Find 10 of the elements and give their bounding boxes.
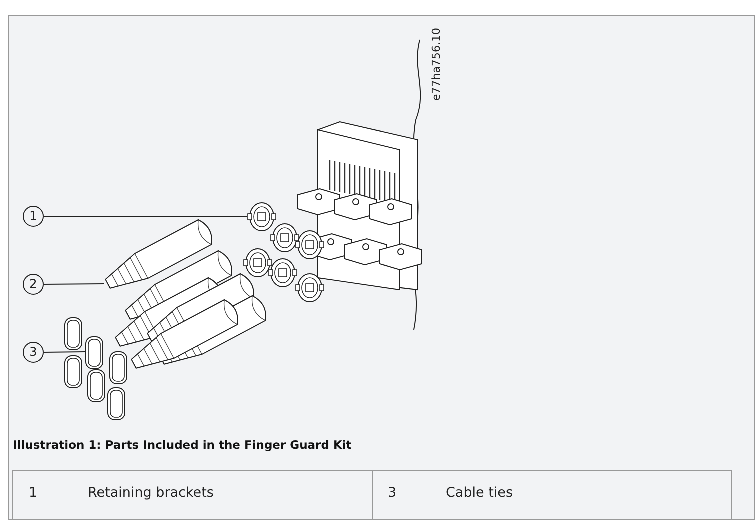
leader-line xyxy=(44,284,104,285)
item-number: 1 xyxy=(29,485,38,501)
part-name: Retaining brackets xyxy=(88,485,214,501)
figure-caption: Illustration 1: Parts Included in the Finger Guard Kit xyxy=(13,438,352,452)
part-name: Cable ties xyxy=(446,485,513,501)
cable-tie-drawing xyxy=(85,336,104,370)
leader-line xyxy=(44,216,248,218)
retaining-bracket-drawing xyxy=(247,202,277,232)
item-number: 3 xyxy=(388,485,397,501)
drawing-number: e77ha756.10 xyxy=(430,28,443,101)
